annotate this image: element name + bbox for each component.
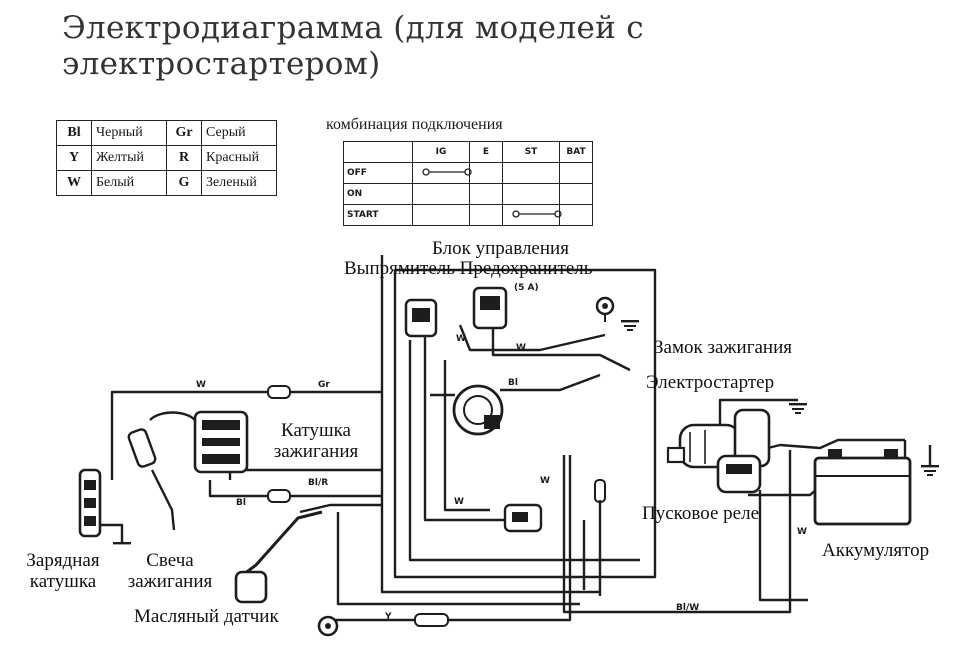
wires (100, 255, 932, 622)
wire (443, 360, 490, 512)
wire (299, 503, 382, 514)
label-start-relay: Пусковое реле (642, 503, 760, 524)
connectors (267, 385, 606, 627)
ground-icon (113, 542, 131, 545)
wire-code: Bl/W (676, 603, 700, 613)
wire-code: Bl (236, 498, 246, 508)
wire-code: W (540, 476, 550, 486)
component-control-terminal (595, 296, 615, 322)
wire (100, 523, 124, 542)
connector-icon (267, 489, 291, 503)
component-spark-plug (127, 411, 196, 531)
wire (562, 450, 792, 614)
wire (759, 438, 905, 452)
label-rectifier-fuse: Выпрямитель Предохранитель (344, 258, 593, 279)
component-fuse (472, 286, 508, 330)
connection-link-icon (512, 209, 562, 218)
connector-icon (594, 479, 606, 503)
label-control-block: Блок управления (432, 238, 569, 259)
legend-color-name: Зеленый (201, 170, 277, 196)
wire (458, 324, 606, 352)
wire (336, 512, 580, 606)
wire (423, 330, 505, 522)
legend-color-name: Серый (201, 120, 277, 146)
ground-icon (921, 465, 939, 476)
wire (110, 390, 268, 480)
component-ignition-coil (193, 410, 249, 474)
wire-code: W (456, 334, 466, 344)
diagram-title: Электродиаграмма (для моделей с электрос… (62, 10, 644, 82)
wire (448, 455, 572, 622)
combo-header-row: IG E ST BAT (343, 141, 593, 163)
color-legend-table: Bl Черный Gr Серый Y Желтый R Красный W … (56, 120, 277, 196)
connector-icon (267, 385, 291, 399)
wire-code: W (196, 380, 206, 390)
wire-code: Bl (508, 378, 518, 388)
wire (208, 480, 268, 498)
combo-cell (502, 204, 562, 226)
label-spark-plug: Свеча зажигания (127, 550, 213, 592)
combo-col-header: BAT (559, 141, 593, 163)
component-oil-sensor (234, 510, 339, 637)
wire (228, 468, 382, 480)
combo-title: комбинация подключения (326, 116, 503, 133)
component-start-relay (716, 454, 762, 494)
connection-link-icon (422, 167, 472, 176)
legend-code: W (56, 170, 92, 196)
legend-code: Bl (56, 120, 92, 146)
legend-color-name: Желтый (91, 145, 167, 171)
component-battery (813, 449, 912, 526)
wire-code: Gr (318, 380, 330, 390)
label-battery: Аккумулятор (822, 540, 930, 561)
wire (758, 490, 808, 602)
switch-combination-table: IG E ST BAT OFF ON START (343, 141, 593, 226)
wire-code: Bl/R (308, 478, 329, 488)
wire-code: Y (385, 612, 392, 622)
legend-row: W Белый G Зеленый (56, 170, 277, 196)
wire-code: W (797, 527, 807, 537)
component-ignition-lock (452, 384, 504, 436)
combo-row: OFF (343, 162, 593, 184)
legend-color-name: Белый (91, 170, 167, 196)
component-switch-small (503, 503, 543, 533)
component-charge-coil (78, 468, 102, 538)
combo-row: START (343, 204, 593, 226)
wire (500, 373, 601, 392)
wire (393, 268, 657, 579)
label-charge-coil: Зарядная катушка (26, 550, 100, 592)
wire-code: (5 A) (514, 283, 539, 293)
legend-color-name: Красный (201, 145, 277, 171)
label-ignition-coil: Катушка зажигания (273, 420, 359, 462)
ground-icon (621, 320, 639, 331)
legend-row: Bl Черный Gr Серый (56, 120, 277, 146)
label-starter: Электростартер (646, 372, 775, 393)
wire-code: W (454, 497, 464, 507)
label-oil-sensor: Масляный датчик (134, 606, 279, 627)
ground-icon (789, 403, 807, 414)
legend-row: Y Желтый R Красный (56, 145, 277, 171)
wire (380, 255, 600, 594)
component-rectifier (404, 298, 438, 338)
wire (491, 320, 631, 372)
ground-symbols (113, 320, 939, 545)
wire-code: W (516, 343, 526, 353)
combo-row: ON (343, 183, 593, 205)
connector-icon (414, 613, 449, 627)
legend-code: Gr (166, 120, 202, 146)
label-ignition-lock: Замок зажигания (654, 337, 792, 358)
